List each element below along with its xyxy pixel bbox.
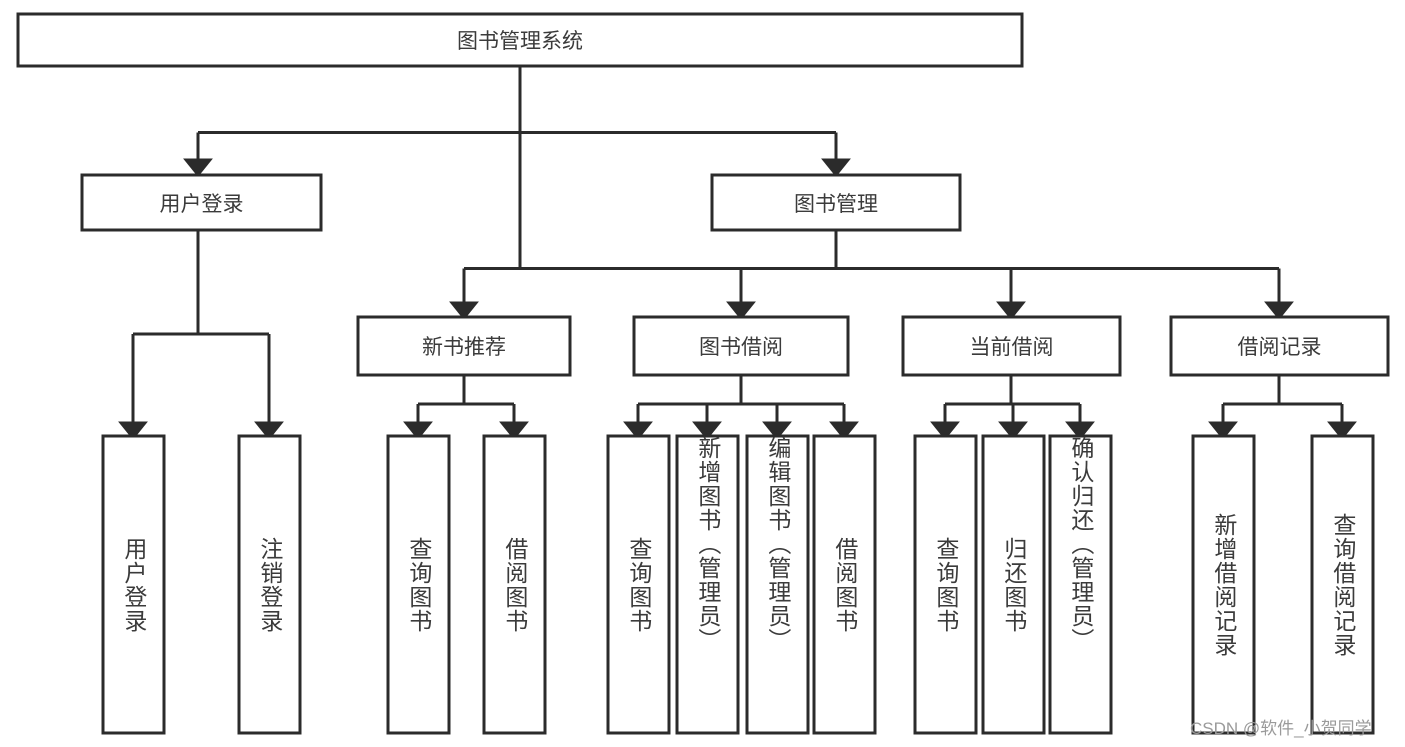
leaf-box-record-2[interactable] (1310, 434, 1375, 735)
connector-group-new-book (403, 375, 529, 440)
leaf-text: 确认归还（管理员） (1067, 436, 1094, 652)
leaf-box-record-1[interactable] (1191, 434, 1256, 735)
leaf-label-borrow-1: 查询图书 (608, 436, 669, 733)
leaf-label-borrow-2: 新增图书（管理员） (677, 436, 738, 733)
leaf-box-current-3[interactable] (1048, 434, 1113, 735)
node-record-label: 借阅记录 (1237, 336, 1322, 359)
leaf-label-new-book-1: 查询图书 (388, 436, 449, 733)
node-new-book-box[interactable] (356, 315, 572, 377)
leaf-text: 借阅图书 (831, 536, 858, 633)
leaf-label-user-login-1: 用户登录 (103, 436, 164, 733)
leaf-box-borrow-3[interactable] (745, 434, 810, 735)
leaf-box-borrow-1[interactable] (606, 434, 671, 735)
leaf-text: 新增借阅记录 (1210, 512, 1237, 657)
leaf-box-current-2[interactable] (981, 434, 1046, 735)
leaf-label-user-login-2: 注销登录 (239, 436, 300, 733)
leaf-text: 查询图书 (405, 536, 432, 633)
leaf-box-borrow-4[interactable] (812, 434, 877, 735)
leaf-label-current-3: 确认归还（管理员） (1050, 436, 1111, 733)
leaf-label-current-1: 查询图书 (915, 436, 976, 733)
connector-group-borrow (623, 375, 859, 440)
connector-group-book-mgmt (449, 230, 1294, 320)
leaf-label-record-2: 查询借阅记录 (1312, 436, 1373, 733)
node-borrow-box[interactable] (632, 315, 850, 377)
node-book-mgmt-box[interactable] (710, 173, 962, 232)
node-borrow-label: 图书借阅 (699, 336, 783, 359)
leaf-text: 新增图书（管理员） (694, 436, 721, 652)
leaf-label-borrow-4: 借阅图书 (814, 436, 875, 733)
node-current-box[interactable] (901, 315, 1122, 377)
node-user-login-box[interactable] (80, 173, 323, 232)
leaf-box-new-book-1[interactable] (386, 434, 451, 735)
leaf-text: 编辑图书（管理员） (764, 436, 791, 652)
leaf-text: 查询图书 (932, 536, 959, 633)
csdn-watermark: CSDN @软件_小贺同学 (1190, 719, 1372, 738)
leaf-box-user-login-2[interactable] (237, 434, 302, 735)
node-user-login-label: 用户登录 (159, 192, 244, 216)
leaf-text: 注销登录 (256, 536, 283, 633)
leaf-box-new-book-2[interactable] (482, 434, 547, 735)
connector-group-user-login (118, 230, 284, 440)
node-root-label: 图书管理系统 (457, 30, 583, 53)
leaf-box-current-1[interactable] (913, 434, 978, 735)
connector-group-root (183, 66, 851, 269)
leaf-text: 归还图书 (1000, 536, 1027, 633)
leaf-label-borrow-3: 编辑图书（管理员） (747, 436, 808, 733)
leaf-text: 用户登录 (120, 536, 147, 633)
connector-group-current (930, 375, 1095, 440)
node-root-box[interactable] (16, 12, 1024, 68)
leaf-box-borrow-2[interactable] (675, 434, 740, 735)
leaf-box-user-login-1[interactable] (101, 434, 166, 735)
leaf-text: 查询借阅记录 (1329, 512, 1356, 657)
connector-group-record (1208, 375, 1357, 440)
node-new-book-label: 新书推荐 (422, 336, 506, 359)
node-current-label: 当前借阅 (969, 336, 1054, 359)
leaf-label-new-book-2: 借阅图书 (484, 436, 545, 733)
node-book-mgmt-label: 图书管理 (794, 192, 878, 216)
node-record-box[interactable] (1169, 315, 1390, 377)
leaf-text: 查询图书 (625, 536, 652, 633)
leaf-text: 借阅图书 (501, 536, 528, 633)
leaf-label-current-2: 归还图书 (983, 436, 1044, 733)
leaf-label-record-1: 新增借阅记录 (1193, 436, 1254, 733)
